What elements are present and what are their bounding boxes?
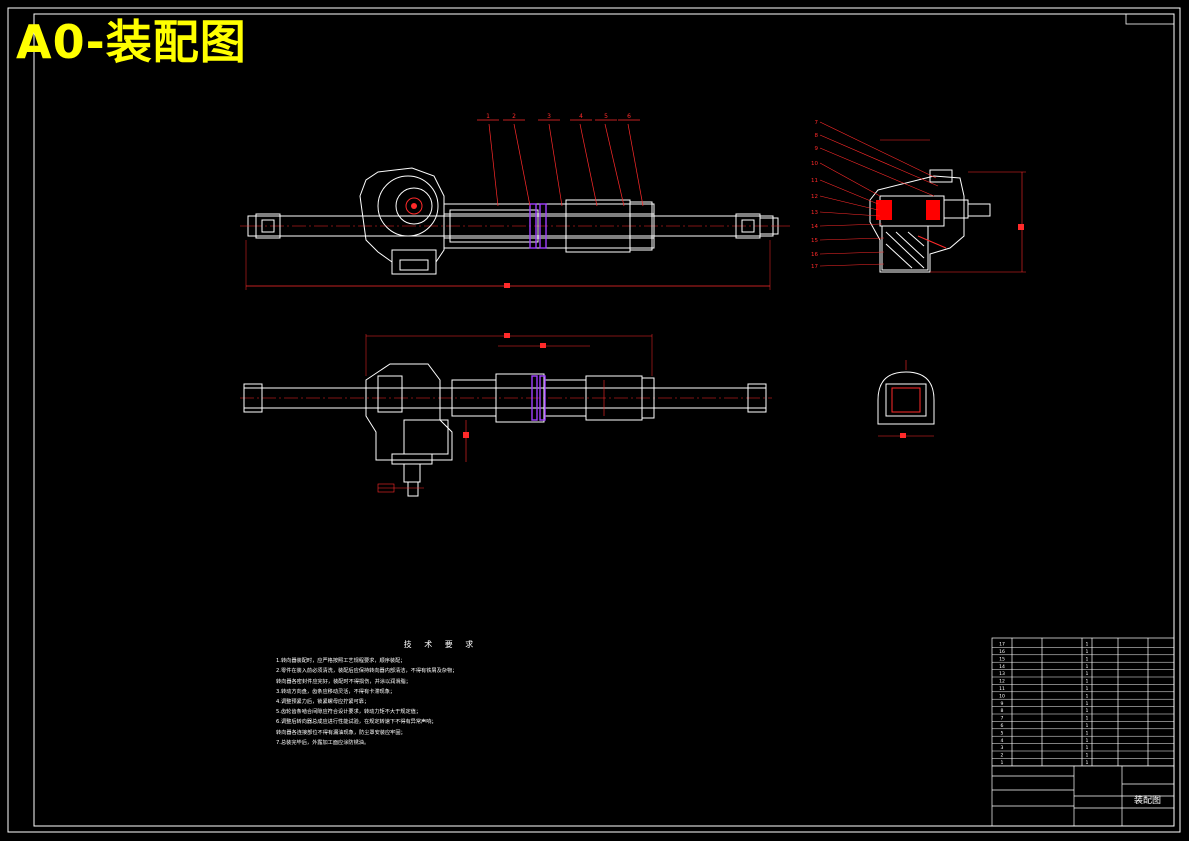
rack-tube	[443, 203, 655, 249]
section-callout-labels: 7 8 9 10 11 12 13 14 15 16 17	[811, 120, 819, 270]
parts-row-qty: 1	[1086, 753, 1089, 759]
callout-label: 8	[815, 133, 819, 139]
callout-label: 11	[811, 178, 818, 184]
front-callouts	[477, 119, 644, 207]
gear-housing	[359, 167, 445, 275]
callout-label: 3	[547, 113, 551, 120]
section-housing	[869, 175, 965, 273]
section-hatch-right	[926, 200, 940, 220]
pinion-center	[405, 197, 423, 215]
tech-req-item: 7.总装完毕后，外露加工面应涂防锈油。	[276, 739, 370, 746]
tech-req-item: 2.零件在装入前必须清洗，装配后应保持转向器内部清洁，不得有铁屑及杂物；	[276, 668, 458, 675]
sheet-outer-frame	[7, 7, 1181, 833]
callout-label: 6	[627, 113, 631, 120]
parts-row-number: 7	[1001, 716, 1004, 722]
technical-requirements: 技 术 要 求 1.转向器装配时，应严格按照工艺规程要求，顺序装配； 2.零件在…	[276, 640, 606, 748]
seal-ring-top	[531, 375, 538, 421]
top-view	[240, 333, 772, 497]
tech-req-item: 转向器各连接部位不得有漏油现象，防尘罩安装应牢固；	[276, 729, 406, 736]
parts-row-number: 2	[1001, 753, 1004, 759]
callout-label: 15	[811, 238, 818, 244]
section-view	[869, 139, 1026, 273]
drawing-title: 装配图	[1134, 796, 1162, 806]
callout-label: 5	[604, 113, 608, 120]
parts-row-number: 11	[999, 686, 1005, 692]
parts-row-qty: 1	[1086, 679, 1089, 685]
tech-req-item: 6.调整后转向器总成应进行性能试验，在规定转速下不得有异常声响；	[276, 719, 437, 726]
parts-row-number: 12	[999, 679, 1005, 685]
parts-row-number: 5	[1001, 730, 1004, 736]
parts-row-qty: 1	[1086, 649, 1089, 655]
callout-label: 12	[811, 194, 818, 200]
parts-row-qty: 1	[1086, 693, 1089, 699]
front-callout-labels: 1 2 3 4 5 6	[486, 113, 631, 120]
callout-label: 7	[815, 120, 819, 126]
parts-row-qty: 1	[1086, 730, 1089, 736]
tech-req-item: 转向器各密封件应完好，装配时不得损伤，并涂以润滑脂；	[276, 678, 411, 685]
parts-row-qty: 1	[1086, 716, 1089, 722]
parts-row-qty: 1	[1086, 686, 1089, 692]
tech-req-title: 技 术 要 求	[403, 640, 479, 649]
callout-label: 17	[811, 264, 818, 270]
callout-label: 13	[811, 210, 818, 216]
parts-row-qty: 1	[1086, 701, 1089, 707]
parts-row-number: 4	[1001, 738, 1004, 744]
tech-req-item: 5.齿轮齿条啮合间隙应符合设计要求，转动力矩不大于规定值；	[276, 709, 422, 716]
parts-row-number: 14	[999, 664, 1005, 670]
parts-row-qty: 1	[1086, 738, 1089, 744]
parts-row-number: 16	[999, 649, 1005, 655]
callout-label: 4	[579, 113, 583, 120]
tech-req-item: 4.调整预紧力后，锁紧螺母应拧紧可靠；	[276, 699, 370, 706]
parts-row-qty: 1	[1086, 723, 1089, 729]
callout-label: 9	[815, 146, 819, 152]
parts-row-number: 13	[999, 671, 1005, 677]
parts-row-number: 6	[1001, 723, 1004, 729]
parts-row-qty: 1	[1086, 708, 1089, 714]
sheet-banner-title: A0-装配图	[16, 15, 247, 69]
section-callouts	[819, 121, 939, 267]
small-section	[877, 360, 935, 438]
callout-label: 10	[811, 161, 818, 167]
pinion-outer-circle	[377, 175, 439, 237]
parts-row-qty: 1	[1086, 760, 1089, 766]
parts-row-number: 3	[1001, 745, 1004, 751]
parts-row-number: 10	[999, 693, 1005, 699]
sheet-corner-mark	[1125, 13, 1175, 25]
parts-row-qty: 1	[1086, 642, 1089, 648]
callout-label: 16	[811, 252, 818, 258]
top-gear-housing	[365, 363, 453, 461]
parts-row-qty: 1	[1086, 656, 1089, 662]
callout-label: 1	[486, 113, 490, 120]
tech-req-item: 3.转动方向盘，齿条应移动灵活，不得有卡滞现象；	[276, 688, 396, 695]
parts-row-qty: 1	[1086, 745, 1089, 751]
seal-ring-front	[529, 203, 537, 249]
parts-row-number: 15	[999, 656, 1005, 662]
small-section-body	[877, 371, 935, 425]
callout-label: 2	[512, 113, 516, 120]
left-tie-rod-end	[255, 213, 281, 239]
tech-req-item: 1.转向器装配时，应严格按照工艺规程要求，顺序装配；	[276, 658, 406, 665]
parts-row-qty: 1	[1086, 671, 1089, 677]
parts-row-number: 8	[1001, 708, 1004, 714]
front-view	[240, 167, 790, 290]
parts-row-number: 17	[999, 642, 1005, 648]
parts-row-number: 1	[1001, 760, 1004, 766]
callout-label: 14	[811, 224, 818, 230]
sheet-inner-frame	[33, 13, 1175, 827]
title-block	[991, 637, 1175, 827]
section-hatch-left	[876, 200, 892, 220]
parts-row-number: 9	[1001, 701, 1004, 707]
parts-row-qty: 1	[1086, 664, 1089, 670]
